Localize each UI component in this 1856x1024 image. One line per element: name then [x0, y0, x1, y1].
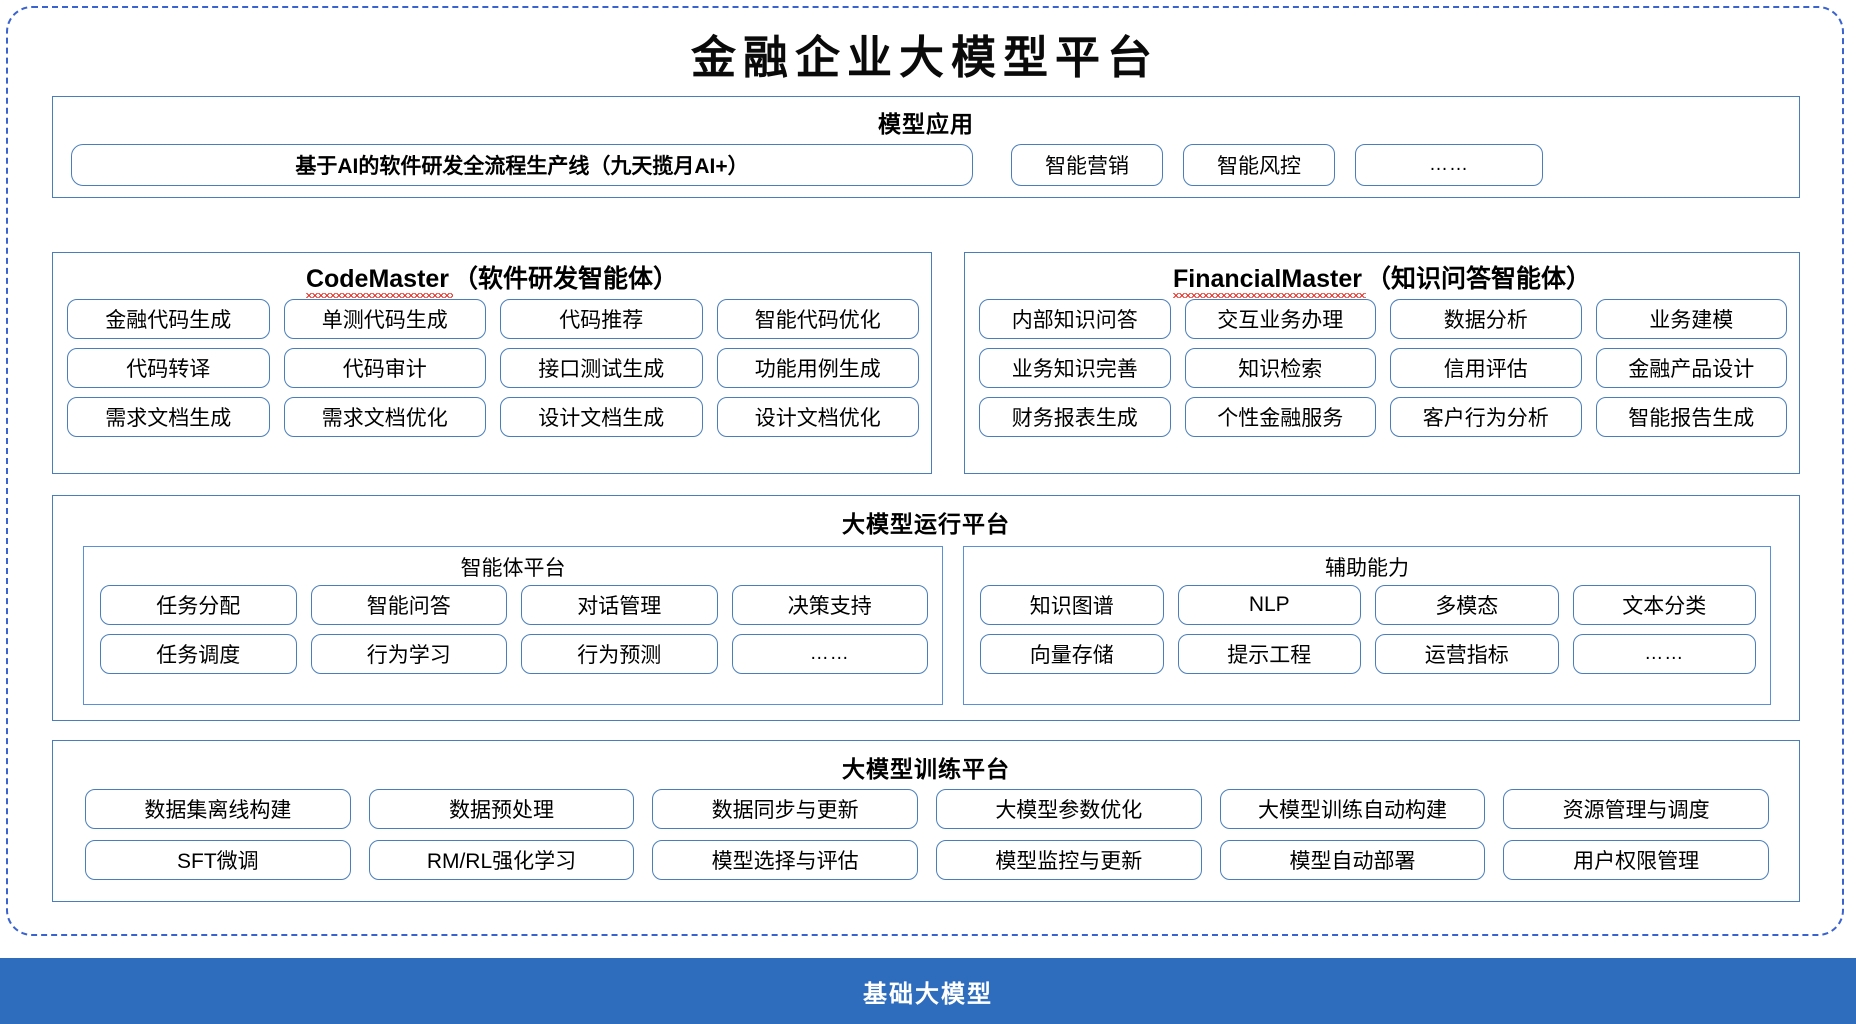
agent-cn-name: （软件研发智能体） [453, 265, 679, 293]
runtime-item[interactable]: 运营指标 [1375, 634, 1559, 674]
agent-item[interactable]: 财务报表生成 [979, 397, 1171, 437]
runtime-item[interactable]: 决策支持 [731, 585, 928, 625]
agent-latin-name: FinancialMaster [1173, 265, 1366, 298]
agent-item[interactable]: 智能报告生成 [1595, 397, 1787, 437]
runtime-item[interactable]: 文本分类 [1572, 585, 1756, 625]
model-application-hero-item[interactable]: 基于AI的软件研发全流程生产线（九天揽月AI+） [71, 144, 973, 186]
agent-item[interactable]: 设计文档生成 [500, 397, 703, 437]
runtime-item[interactable]: …… [731, 634, 928, 674]
runtime-subsection-agent-platform: 智能体平台 任务分配 智能问答 对话管理 决策支持 任务调度 行为学习 行为预测… [83, 546, 943, 705]
agent-latin-name: CodeMaster [305, 265, 454, 298]
agent-item[interactable]: 需求文档优化 [283, 397, 486, 437]
training-item[interactable]: 用户权限管理 [1503, 840, 1769, 880]
agent-item[interactable]: 交互业务办理 [1184, 299, 1376, 339]
page-title: 金融企业大模型平台 [690, 33, 1159, 83]
agent-item[interactable]: 知识检索 [1184, 348, 1376, 388]
runtime-item[interactable]: NLP [1177, 585, 1361, 625]
agent-item[interactable]: 代码审计 [283, 348, 486, 388]
training-item[interactable]: 数据集离线构建 [85, 789, 351, 829]
training-item[interactable]: 数据同步与更新 [652, 789, 918, 829]
training-item[interactable]: 模型监控与更新 [935, 840, 1202, 880]
training-platform-grid: 数据集离线构建 数据预处理 数据同步与更新 大模型参数优化 大模型训练自动构建 … [85, 789, 1769, 880]
runtime-item[interactable]: 向量存储 [980, 634, 1164, 674]
runtime-platform-title: 大模型运行平台 [842, 511, 1010, 537]
agent-item[interactable]: 内部知识问答 [979, 299, 1171, 339]
runtime-item[interactable]: 知识图谱 [980, 585, 1164, 625]
runtime-platform-section: 大模型运行平台 智能体平台 任务分配 智能问答 对话管理 决策支持 任务调度 行… [52, 495, 1800, 721]
training-item[interactable]: SFT微调 [85, 840, 351, 880]
agent-item[interactable]: 数据分析 [1390, 299, 1582, 339]
runtime-item[interactable]: 智能问答 [310, 585, 507, 625]
training-item[interactable]: 模型选择与评估 [652, 840, 918, 880]
agent-item[interactable]: 金融代码生成 [67, 299, 270, 339]
agent-item[interactable]: 接口测试生成 [500, 348, 703, 388]
runtime-item[interactable]: 提示工程 [1177, 634, 1361, 674]
agent-item[interactable]: 功能用例生成 [716, 348, 919, 388]
agent-panel-codemaster-title: CodeMaster（软件研发智能体） [53, 259, 931, 298]
platform-frame: 金融企业大模型平台 模型应用 基于AI的软件研发全流程生产线（九天揽月AI+） … [6, 6, 1844, 936]
model-application-section: 模型应用 基于AI的软件研发全流程生产线（九天揽月AI+） 智能营销 智能风控 … [52, 96, 1800, 198]
training-item[interactable]: RM/RL强化学习 [368, 840, 635, 880]
training-platform-section: 大模型训练平台 数据集离线构建 数据预处理 数据同步与更新 大模型参数优化 大模… [52, 740, 1800, 902]
agent-item[interactable]: 客户行为分析 [1390, 397, 1582, 437]
model-application-item-2[interactable]: 智能风控 [1183, 144, 1335, 186]
training-item[interactable]: 模型自动部署 [1219, 840, 1486, 880]
training-item[interactable]: 大模型训练自动构建 [1219, 789, 1486, 829]
model-application-item-3[interactable]: …… [1355, 144, 1543, 186]
training-item[interactable]: 资源管理与调度 [1503, 789, 1769, 829]
training-item[interactable]: 数据预处理 [368, 789, 635, 829]
runtime-item[interactable]: 多模态 [1375, 585, 1559, 625]
agent-cn-name: （知识问答智能体） [1365, 265, 1591, 293]
agent-item[interactable]: 信用评估 [1390, 348, 1582, 388]
agent-codemaster-item-grid: 金融代码生成 单测代码生成 代码推荐 智能代码优化 代码转译 代码审计 接口测试… [67, 299, 919, 437]
agent-item[interactable]: 金融产品设计 [1595, 348, 1787, 388]
foundation-model-bar: 基础大模型 [0, 958, 1856, 1024]
agent-item[interactable]: 需求文档生成 [67, 397, 270, 437]
runtime-item[interactable]: 对话管理 [521, 585, 718, 625]
agent-item[interactable]: 设计文档优化 [716, 397, 919, 437]
training-platform-title: 大模型训练平台 [842, 756, 1010, 782]
runtime-subsection-title: 辅助能力 [1325, 557, 1409, 580]
agent-item[interactable]: 代码推荐 [500, 299, 703, 339]
runtime-item[interactable]: 行为预测 [521, 634, 718, 674]
agent-item[interactable]: 个性金融服务 [1184, 397, 1376, 437]
agent-item[interactable]: 业务知识完善 [979, 348, 1171, 388]
foundation-model-label: 基础大模型 [863, 980, 993, 1008]
runtime-item[interactable]: 任务调度 [100, 634, 297, 674]
runtime-item[interactable]: 行为学习 [310, 634, 507, 674]
runtime-subsection-support-capability: 辅助能力 知识图谱 NLP 多模态 文本分类 向量存储 提示工程 运营指标 …… [963, 546, 1771, 705]
agent-financialmaster-item-grid: 内部知识问答 交互业务办理 数据分析 业务建模 业务知识完善 知识检索 信用评估… [979, 299, 1787, 437]
agent-item[interactable]: 单测代码生成 [283, 299, 486, 339]
model-application-item-1[interactable]: 智能营销 [1011, 144, 1163, 186]
agent-item[interactable]: 智能代码优化 [716, 299, 919, 339]
runtime-subsection-title: 智能体平台 [460, 557, 566, 580]
agent-panel-codemaster: CodeMaster（软件研发智能体） 金融代码生成 单测代码生成 代码推荐 智… [52, 252, 932, 474]
runtime-agent-platform-grid: 任务分配 智能问答 对话管理 决策支持 任务调度 行为学习 行为预测 …… [100, 585, 928, 674]
runtime-item[interactable]: 任务分配 [100, 585, 297, 625]
agent-panel-financialmaster: FinancialMaster（知识问答智能体） 内部知识问答 交互业务办理 数… [964, 252, 1800, 474]
agent-item[interactable]: 代码转译 [67, 348, 270, 388]
runtime-item[interactable]: …… [1572, 634, 1756, 674]
training-item[interactable]: 大模型参数优化 [935, 789, 1202, 829]
agent-item[interactable]: 业务建模 [1595, 299, 1787, 339]
agent-panel-financialmaster-title: FinancialMaster（知识问答智能体） [965, 259, 1799, 298]
runtime-support-capability-grid: 知识图谱 NLP 多模态 文本分类 向量存储 提示工程 运营指标 …… [980, 585, 1756, 674]
model-application-title: 模型应用 [878, 111, 974, 137]
